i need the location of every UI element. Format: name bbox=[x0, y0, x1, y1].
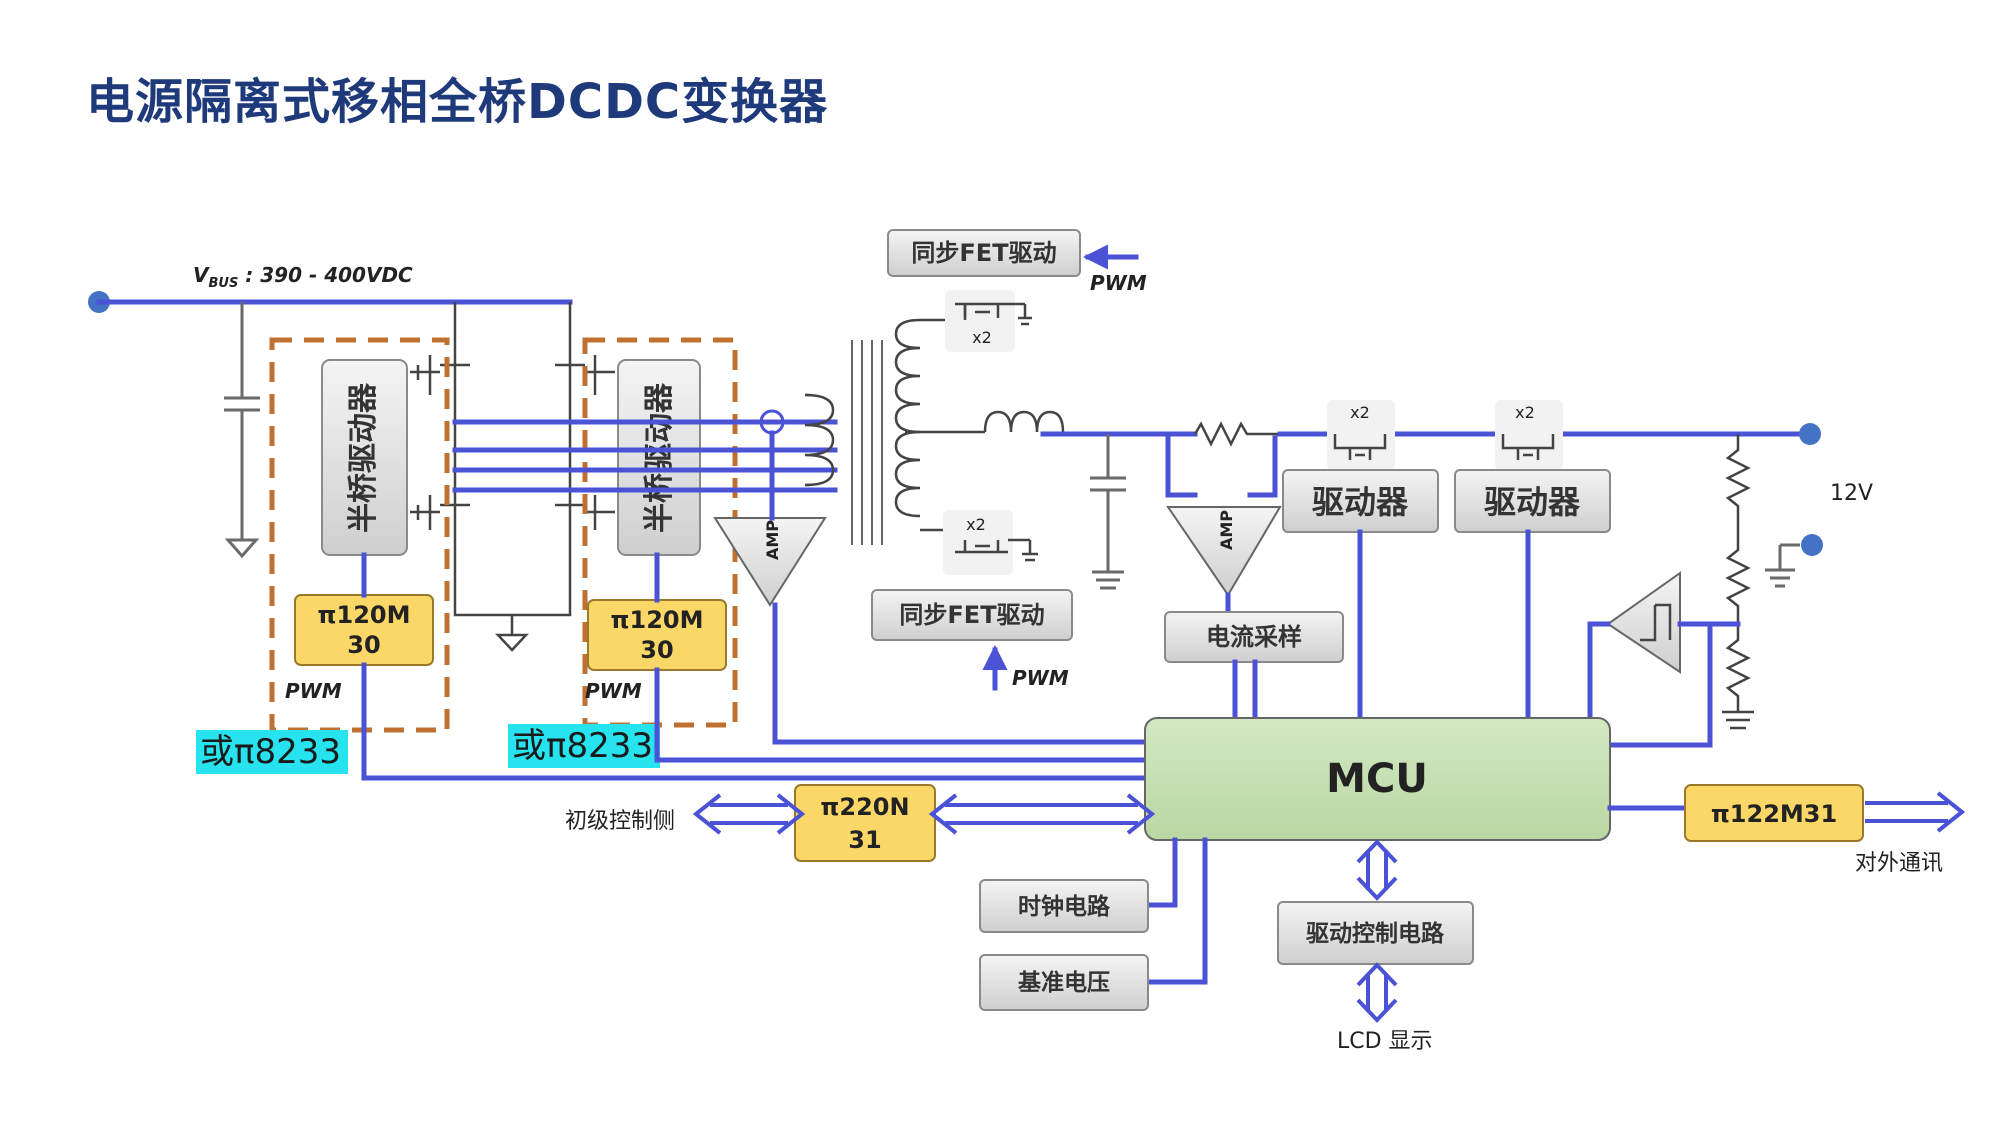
pwm-sync-top-label: PWM bbox=[1090, 271, 1147, 295]
external-comm-arrow bbox=[1865, 791, 1966, 833]
output-switch-1: x2 bbox=[1327, 400, 1395, 470]
voltage-divider bbox=[1722, 434, 1754, 730]
pi220n-isolator bbox=[794, 784, 936, 862]
pwm-right-label: PWM bbox=[585, 679, 642, 703]
x2-right2: x2 bbox=[1515, 403, 1535, 422]
pi220n-mcu-arrow bbox=[928, 793, 1156, 835]
x2-bottom: x2 bbox=[966, 515, 986, 534]
right-half-bridge-mosfets bbox=[555, 302, 615, 610]
output-voltage-label: 12V bbox=[1830, 481, 1873, 506]
pi220n-line1: π220N bbox=[820, 793, 909, 821]
output-capacitor bbox=[1090, 434, 1126, 590]
amp-right-label: AMP bbox=[1217, 510, 1236, 550]
lcd-arrow bbox=[1356, 962, 1398, 1023]
vbus-label: VBUS : 390 - 400VDC bbox=[193, 263, 413, 291]
drive-control-circuit-label: 驱动控制电路 bbox=[1306, 920, 1445, 947]
pi122m31-label: π122M31 bbox=[1711, 800, 1837, 828]
pi122m31-isolator bbox=[1684, 784, 1864, 842]
transformer-primary-coil bbox=[804, 393, 835, 487]
sync-fet-bottom: x2 bbox=[943, 510, 1038, 575]
bulk-capacitor bbox=[224, 302, 260, 559]
sync-fet-driver-top bbox=[887, 229, 1081, 277]
pwm-left-label: PWM bbox=[285, 679, 342, 703]
sync-fet-driver-bottom bbox=[871, 589, 1073, 641]
left-isolation-frame bbox=[269, 337, 450, 733]
left-half-bridge-mosfets bbox=[410, 302, 470, 530]
lcd-display-label: LCD 显示 bbox=[1337, 1029, 1433, 1054]
x2-right1: x2 bbox=[1350, 403, 1370, 422]
amp-right-triangle bbox=[1166, 506, 1282, 597]
output-terminal-ground bbox=[1801, 534, 1823, 556]
pi220n-line2: 31 bbox=[848, 826, 881, 854]
or-pi8233-left: 或π8233 bbox=[200, 732, 341, 772]
transformer-secondary-coil bbox=[894, 318, 921, 518]
mcu-label: MCU bbox=[1326, 756, 1428, 802]
sync-fet-driver-bottom-label: 同步FET驱动 bbox=[899, 601, 1044, 629]
external-comm-label: 对外通讯 bbox=[1855, 851, 1943, 876]
clock-circuit-box bbox=[979, 879, 1149, 933]
primary-side-control-label: 初级控制侧 bbox=[565, 809, 675, 834]
or-pi8233-right-highlight bbox=[508, 724, 660, 768]
reference-voltage-box bbox=[979, 954, 1149, 1011]
amp-left-label: AMP bbox=[763, 520, 782, 560]
pi120m-right-line1: π120M bbox=[611, 606, 704, 634]
reference-voltage-label: 基准电压 bbox=[1018, 970, 1110, 996]
driver-box-1-label: 驱动器 bbox=[1312, 483, 1409, 521]
output-inductor bbox=[983, 410, 1065, 433]
pwm-sync-bottom-label: PWM bbox=[1012, 666, 1069, 690]
or-pi8233-right: 或π8233 bbox=[512, 726, 653, 766]
half-bridge-driver-right-label: 半桥驱动器 bbox=[642, 382, 677, 533]
half-bridge-driver-left-label: 半桥驱动器 bbox=[346, 382, 381, 533]
mcu-drivecontrol-arrow bbox=[1356, 839, 1398, 901]
page-title: 电源隔离式移相全桥DCDC变换器 bbox=[86, 74, 829, 130]
driver-box-2 bbox=[1454, 469, 1611, 533]
pi120m-right-line2: 30 bbox=[640, 636, 673, 664]
primary-side-arrow bbox=[692, 793, 806, 835]
x2-top: x2 bbox=[972, 328, 992, 347]
sync-fet-top: x2 bbox=[945, 290, 1032, 352]
transformer-core bbox=[851, 340, 883, 545]
clock-circuit-label: 时钟电路 bbox=[1018, 893, 1111, 920]
pi120m-left-line1: π120M bbox=[318, 601, 411, 629]
output-switch-2: x2 bbox=[1495, 400, 1563, 470]
output-terminal-positive bbox=[1799, 423, 1821, 445]
shunt-resistor bbox=[1193, 421, 1280, 447]
or-pi8233-left-highlight bbox=[196, 730, 348, 774]
driver-box-2-label: 驱动器 bbox=[1484, 483, 1581, 521]
pi120m-left-line2: 30 bbox=[347, 631, 380, 659]
sync-fet-driver-top-label: 同步FET驱动 bbox=[911, 239, 1056, 267]
current-sampling-label: 电流采样 bbox=[1206, 623, 1302, 651]
